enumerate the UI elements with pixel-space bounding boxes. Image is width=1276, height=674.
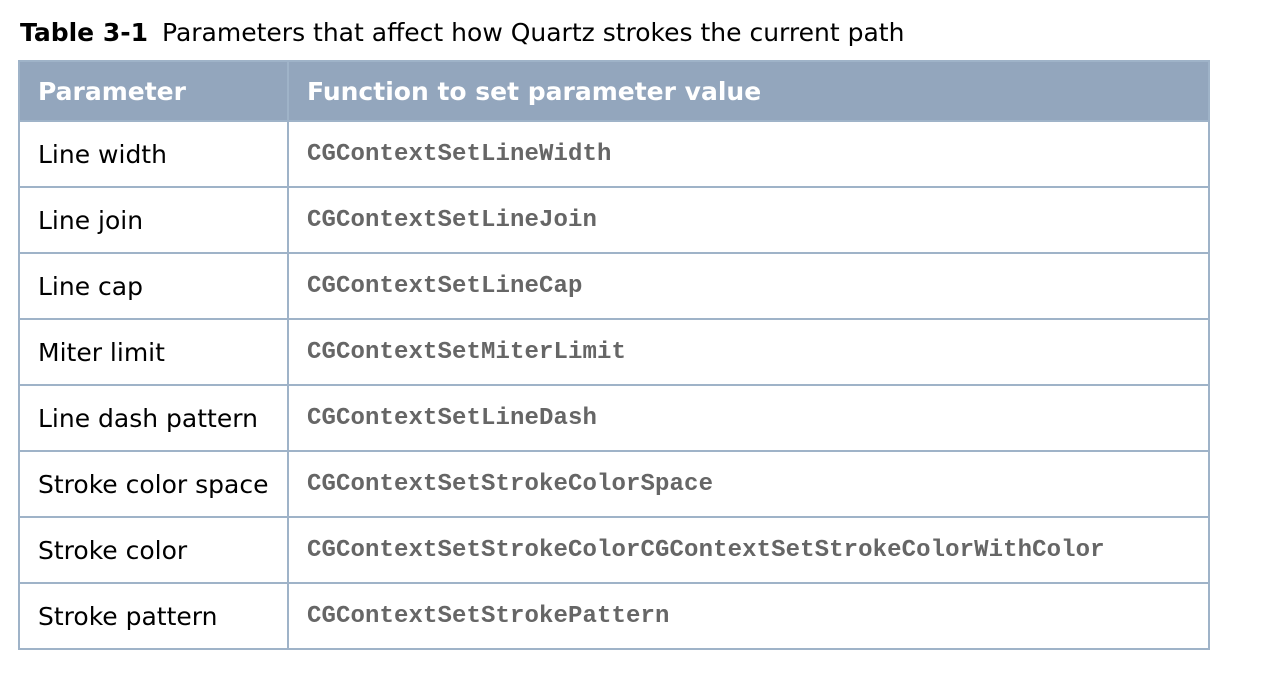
- table-row: Line dash pattern CGContextSetLineDash: [18, 384, 1210, 452]
- function-cell: CGContextSetLineCap: [287, 252, 1210, 320]
- parameter-cell: Stroke color space: [18, 450, 289, 518]
- parameter-cell: Miter limit: [18, 318, 289, 386]
- function-cell: CGContextSetLineWidth: [287, 120, 1210, 188]
- table-row: Line width CGContextSetLineWidth: [18, 120, 1210, 188]
- stroke-parameters-table: Parameter Function to set parameter valu…: [18, 60, 1210, 650]
- parameter-cell: Stroke color: [18, 516, 289, 584]
- table-header-row: Parameter Function to set parameter valu…: [18, 60, 1210, 122]
- table-row: Line cap CGContextSetLineCap: [18, 252, 1210, 320]
- parameter-cell: Line join: [18, 186, 289, 254]
- function-cell: CGContextSetStrokePattern: [287, 582, 1210, 650]
- function-cell: CGContextSetStrokeColorSpace: [287, 450, 1210, 518]
- parameter-cell: Line cap: [18, 252, 289, 320]
- parameter-cell: Stroke pattern: [18, 582, 289, 650]
- function-cell: CGContextSetLineDash: [287, 384, 1210, 452]
- table-row: Miter limit CGContextSetMiterLimit: [18, 318, 1210, 386]
- table-caption: Table 3-1 Parameters that affect how Quar…: [20, 16, 904, 50]
- table-row: Stroke pattern CGContextSetStrokePattern: [18, 582, 1210, 650]
- column-header-parameter: Parameter: [18, 60, 289, 122]
- parameter-cell: Line dash pattern: [18, 384, 289, 452]
- table-caption-text: Parameters that affect how Quartz stroke…: [162, 18, 905, 47]
- table-row: Stroke color CGContextSetStrokeColorCGCo…: [18, 516, 1210, 584]
- parameter-cell: Line width: [18, 120, 289, 188]
- table-row: Stroke color space CGContextSetStrokeCol…: [18, 450, 1210, 518]
- column-header-function: Function to set parameter value: [287, 60, 1210, 122]
- function-cell: CGContextSetLineJoin: [287, 186, 1210, 254]
- table-row: Line join CGContextSetLineJoin: [18, 186, 1210, 254]
- function-cell: CGContextSetStrokeColorCGContextSetStrok…: [287, 516, 1210, 584]
- function-cell: CGContextSetMiterLimit: [287, 318, 1210, 386]
- table-caption-label: Table 3-1: [20, 18, 148, 47]
